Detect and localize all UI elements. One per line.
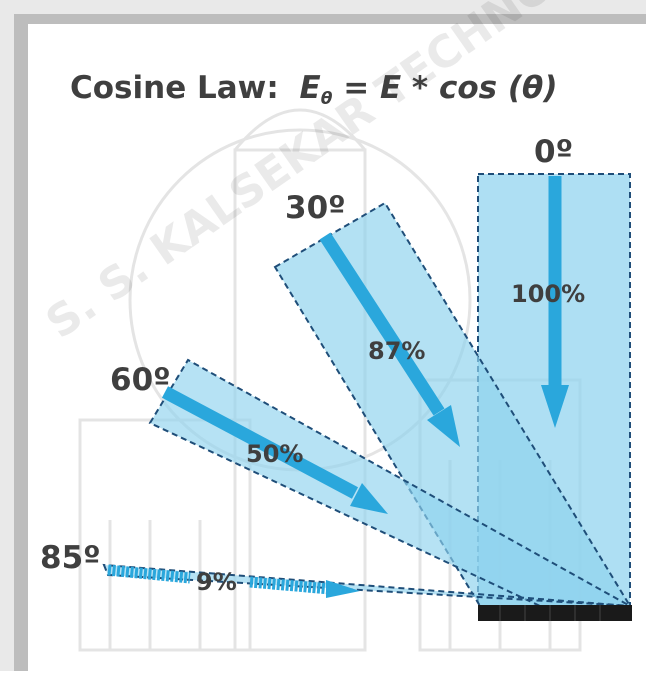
angle-label-30: 30º bbox=[285, 190, 346, 226]
angle-label-85: 85º bbox=[40, 540, 101, 576]
page-title: Cosine Law: Eθ = E * cos (θ) bbox=[70, 70, 630, 109]
percent-label-100: 100% bbox=[511, 280, 585, 308]
equation-subscript: θ bbox=[320, 89, 333, 109]
beam-60 bbox=[148, 358, 634, 607]
percent-label-50: 50% bbox=[246, 440, 303, 468]
equation-rhs: = E * cos (θ) bbox=[332, 70, 558, 106]
percent-label-87: 87% bbox=[368, 337, 425, 365]
angle-label-60: 60º bbox=[110, 362, 171, 398]
surface-ticks bbox=[499, 605, 601, 621]
title-label: Cosine Law: bbox=[70, 70, 279, 106]
percent-label-9: 9% bbox=[196, 568, 237, 596]
angle-label-0: 0º bbox=[534, 134, 573, 170]
beam-85 bbox=[102, 563, 631, 607]
title-equation: Eθ = E * cos (θ) bbox=[299, 70, 558, 109]
surface-bar bbox=[478, 605, 632, 621]
equation-lhs: E bbox=[299, 70, 321, 106]
